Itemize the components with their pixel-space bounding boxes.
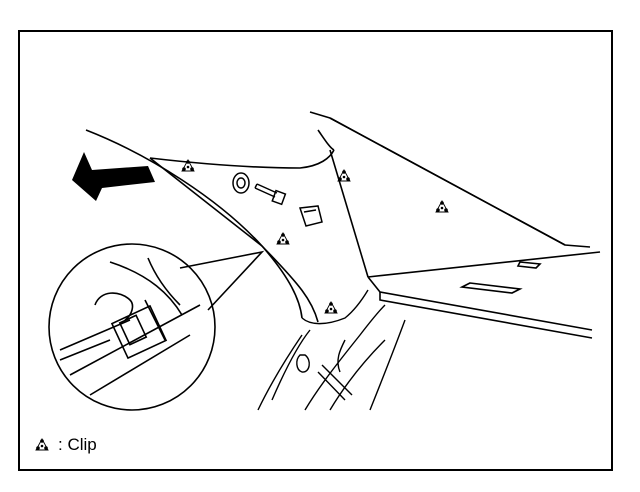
fastener-parts [232,172,323,227]
clip-triangle-icon [435,200,449,213]
diagram-frame [18,30,613,471]
clip-triangle-icon [35,438,49,451]
detail-callout-leader [179,250,265,311]
clip-markers [181,159,449,314]
arrow-up-left-icon [72,152,155,201]
clip-triangle-icon [324,301,338,314]
legend: : Clip [32,434,97,456]
clip-triangle-icon [276,232,290,245]
clip-triangle-icon [337,169,351,182]
headliner-panel [329,117,601,339]
legend-label: : Clip [58,435,97,454]
quarter-panel-structure [257,289,406,411]
clip-detail-magnified-view [48,243,216,411]
